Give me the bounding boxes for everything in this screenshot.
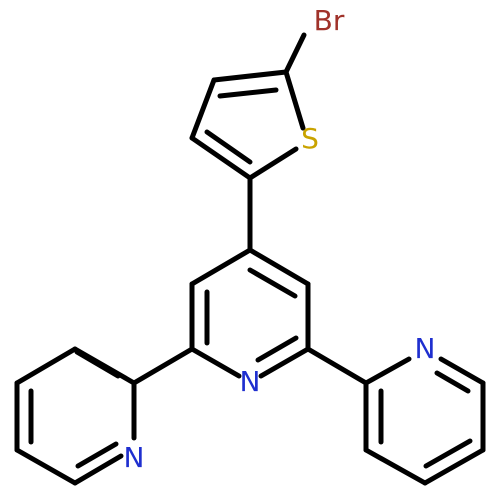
atom-label-s: S (301, 122, 319, 155)
atom-label-n-central: N (240, 365, 261, 398)
bond-right-c4-c5 (422, 447, 486, 486)
bond-c4-c3-central (189, 247, 253, 287)
bond-right-c4-c5-inner (423, 438, 473, 469)
bond-left-c6-n (72, 453, 124, 486)
bond-c4-c5-central (247, 247, 311, 287)
bond-left-c6-n-inner (75, 441, 119, 469)
bond-c5-br (283, 32, 307, 75)
bond-right-n-c2 (363, 356, 412, 386)
bond-c2-s (247, 146, 299, 181)
bond-s-c5 (283, 69, 306, 131)
bond-central-left-pyridine (131, 346, 195, 386)
bond-left-c5-c6 (14, 447, 78, 486)
bond-right-c6-n (438, 356, 486, 386)
bond-central-right-pyridine (305, 346, 369, 386)
bond-right-c6-n-inner (434, 370, 471, 394)
atom-label-n-left: N (124, 441, 145, 474)
bond-c3-c2 (189, 135, 253, 181)
thiophene-ring (189, 32, 307, 181)
right-pyridine-ring (363, 356, 486, 486)
bond-c2-n-central (189, 346, 242, 379)
bond-c5-c4 (211, 69, 289, 83)
atom-label-n-right: N (415, 332, 436, 365)
bond-right-c3-c4 (363, 447, 428, 486)
bond-left-c2-c3-inner (74, 349, 121, 379)
bond-c5-c4-inner (217, 87, 279, 99)
bond-c4-c5-central-inner (247, 267, 298, 299)
atom-label-br: Br (314, 4, 345, 37)
bond-c6-n-central (258, 346, 311, 379)
bond-c6-n-central-inner (255, 335, 299, 363)
bond-c3-c2-inner (204, 129, 253, 165)
bond-left-c3-c4 (14, 346, 78, 386)
central-pyridine-ring (189, 247, 311, 379)
left-pyridine-ring (14, 346, 137, 486)
bond-c4-c3 (189, 77, 217, 141)
